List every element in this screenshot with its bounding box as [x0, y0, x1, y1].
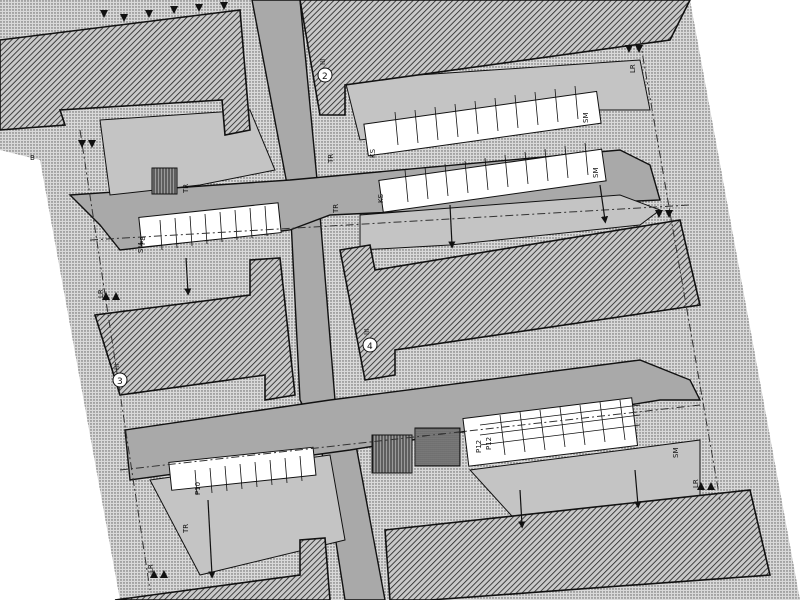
label-sm: SM: [582, 113, 590, 123]
entrance-triangle: [150, 570, 158, 578]
entrance-triangle: [625, 45, 633, 53]
label-ks: KS: [377, 193, 385, 203]
label-tr: TR: [332, 204, 340, 214]
parking-row-north: [363, 90, 602, 157]
property-line-lower: [119, 404, 701, 471]
entrance-triangle: [100, 10, 108, 18]
label-lr: LR: [97, 289, 105, 298]
entrance-triangle: [665, 210, 673, 218]
svg-text:III: III: [363, 329, 371, 335]
parking-code-p12-b: P12: [485, 437, 493, 450]
entrance-triangle: [102, 292, 110, 300]
entrance-triangle: [160, 570, 168, 578]
parking-rows: [138, 90, 639, 491]
dense-zone-south-2: [414, 427, 461, 467]
dense-zone-nw: [151, 167, 178, 195]
property-line-west: [79, 129, 151, 591]
label-sm: SM: [672, 448, 680, 458]
label-lr: LR: [692, 479, 700, 488]
building-top-right-2: [299, 0, 691, 116]
entrance-triangle: [655, 210, 663, 218]
arrow-southeast-1: [518, 489, 526, 529]
arrow-southeast-2: [634, 469, 642, 509]
parking-row-southwest: [168, 446, 317, 491]
entrance-markers: [78, 2, 715, 578]
building-number-2: 2 III: [317, 59, 333, 83]
svg-text:III: III: [319, 59, 327, 65]
arrow-west: [184, 257, 192, 296]
parking-code-p12-a: P12: [475, 440, 483, 453]
label-ks: KS: [369, 148, 377, 158]
entrance-triangle: [120, 14, 128, 22]
parking-row-west: [138, 202, 282, 248]
property-lines: [79, 39, 721, 591]
label-lr: LR: [629, 64, 637, 73]
special-zones: [151, 167, 461, 474]
entrance-triangle: [220, 2, 228, 10]
parking-row-middle: [378, 148, 607, 213]
access-arrows: [184, 184, 642, 579]
building-middle-left-3: [93, 257, 296, 401]
arrow-southwest: [207, 499, 216, 579]
arrow-east-2: [599, 184, 609, 224]
property-line-east: [639, 39, 721, 501]
entrance-triangle: [195, 4, 203, 12]
label-tr: TR: [182, 184, 190, 194]
entrance-triangle: [697, 482, 705, 490]
entrance-triangle: [635, 45, 643, 53]
label-sm: SM: [592, 168, 600, 178]
building-number-4: 4 III: [362, 329, 378, 353]
building-number-3: 3 III: [112, 364, 128, 388]
svg-text:2: 2: [322, 72, 328, 82]
label-tr: TR: [182, 524, 190, 534]
entrance-triangle: [707, 482, 715, 490]
entrance-triangle: [88, 140, 96, 148]
entrance-triangle: [170, 6, 178, 14]
svg-text:III: III: [113, 364, 121, 370]
parking-code-p10: P10: [194, 482, 202, 495]
building-bottom-left: [114, 537, 331, 600]
label-tr: TR: [327, 154, 335, 164]
building-middle-right-4: [339, 219, 701, 381]
parking-row-southeast: [462, 397, 639, 467]
parking-code-p8: P8: [139, 236, 147, 245]
building-top-left: [0, 9, 251, 136]
svg-text:3: 3: [117, 377, 123, 387]
buildings: [0, 0, 771, 600]
sheet-corner-letter: B: [30, 154, 35, 162]
label-lr: LR: [147, 564, 155, 573]
svg-text:4: 4: [367, 342, 373, 352]
building-bottom-right: [384, 489, 771, 600]
entrance-triangle: [78, 140, 86, 148]
entrance-triangle: [145, 10, 153, 18]
property-line-upper: [89, 204, 691, 241]
label-sm: SM: [137, 243, 145, 253]
entrance-triangle: [112, 292, 120, 300]
arrow-east-1: [448, 204, 456, 249]
parking-stall-lines: [159, 85, 641, 496]
